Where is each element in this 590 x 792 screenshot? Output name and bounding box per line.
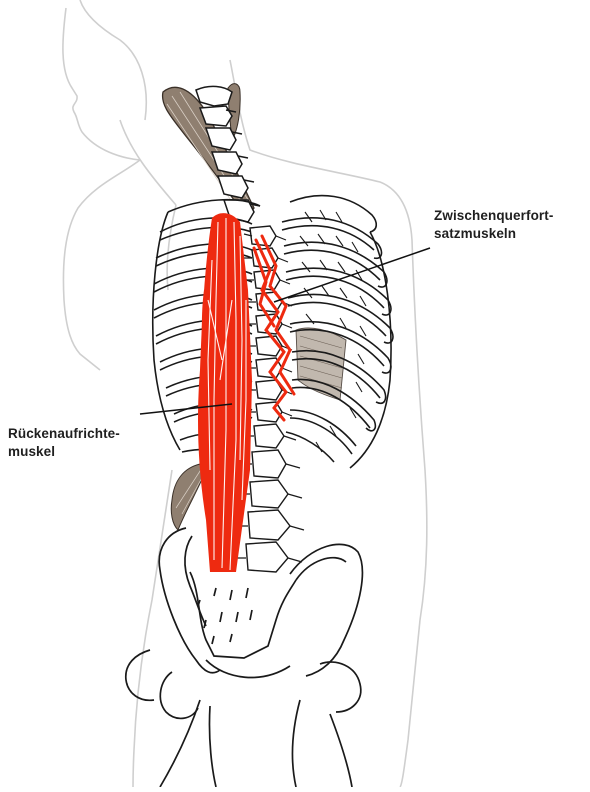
label-erector-spinae-line1: Rückenaufrichte- bbox=[8, 425, 120, 443]
label-intertransversarii: Zwischenquerfort- satzmuskeln bbox=[434, 207, 553, 243]
label-erector-spinae-line2: muskel bbox=[8, 443, 120, 461]
leader-line-intertransversarii bbox=[274, 248, 430, 302]
label-erector-spinae: Rückenaufrichte- muskel bbox=[8, 425, 120, 461]
pelvis bbox=[126, 528, 363, 787]
label-intertransversarii-line1: Zwischenquerfort- bbox=[434, 207, 553, 225]
label-intertransversarii-line2: satzmuskeln bbox=[434, 225, 553, 243]
erector-spinae-muscle bbox=[198, 213, 252, 572]
